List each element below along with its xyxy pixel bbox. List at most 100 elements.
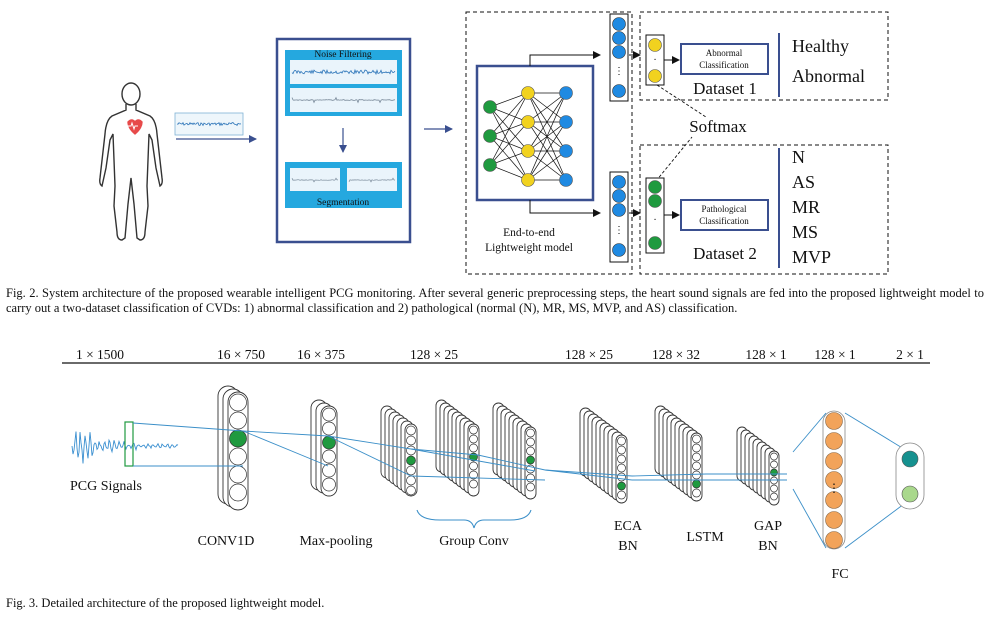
noise-filtering-title: Noise Filtering bbox=[314, 50, 372, 60]
stage-label-eca: ECA bbox=[614, 519, 643, 534]
softmax-node-green-2 bbox=[648, 194, 662, 208]
feature-map-node bbox=[469, 461, 478, 471]
model-label-line1: End-to-end bbox=[503, 227, 555, 239]
network-edge bbox=[527, 92, 567, 123]
ellipsis-dots: ⋮ bbox=[614, 66, 624, 77]
connection-line bbox=[792, 412, 827, 453]
dimension-label: 2 × 1 bbox=[896, 347, 924, 362]
fc-node bbox=[825, 491, 843, 509]
feature-map-node bbox=[770, 492, 778, 501]
network-edge bbox=[489, 121, 529, 166]
stage-label-groupconv: Group Conv bbox=[439, 534, 509, 549]
segment-plot-1 bbox=[290, 168, 340, 191]
connection-line bbox=[327, 435, 412, 477]
feature-map-node bbox=[617, 472, 626, 482]
filtered-signal-trace bbox=[291, 96, 395, 104]
network-node bbox=[521, 86, 535, 100]
dimension-label: 128 × 25 bbox=[565, 347, 613, 362]
feature-column-1-nodes: ⋮ bbox=[612, 17, 626, 98]
fc-node bbox=[825, 511, 843, 529]
connection-line bbox=[544, 469, 633, 481]
network-node bbox=[559, 173, 573, 187]
column-node bbox=[612, 45, 626, 59]
column-node bbox=[612, 243, 626, 257]
feature-map-node bbox=[406, 465, 416, 476]
fc-node bbox=[825, 452, 843, 470]
connection-line bbox=[242, 430, 329, 437]
dataset1-label: Dataset 1 bbox=[693, 79, 757, 98]
dataset2-class: MVP bbox=[792, 247, 831, 267]
column-node bbox=[612, 189, 626, 203]
input-waveform-thumbnail bbox=[174, 112, 244, 136]
network-edge bbox=[489, 92, 529, 166]
stage-label-gap-bn: BN bbox=[758, 539, 777, 554]
feature-map-node bbox=[322, 421, 336, 436]
connection-line bbox=[242, 430, 329, 467]
feature-map-node bbox=[322, 435, 336, 450]
dimension-label: 128 × 32 bbox=[652, 347, 700, 362]
feature-map-node bbox=[229, 411, 247, 430]
network-edge bbox=[527, 92, 567, 152]
dimension-label: 128 × 1 bbox=[814, 347, 855, 362]
connector-to-dataset2 bbox=[529, 200, 601, 217]
ellipsis-dots: ⋮ bbox=[828, 481, 840, 495]
connection-line bbox=[544, 469, 633, 477]
connection-line bbox=[410, 448, 536, 472]
connection-line bbox=[477, 454, 546, 471]
feature-map-node bbox=[617, 490, 626, 500]
input-window-box bbox=[124, 421, 134, 467]
dataset2-dashed-box bbox=[639, 144, 889, 275]
segmentation-title: Segmentation bbox=[317, 198, 369, 208]
model-label-line2: Lightweight model bbox=[485, 242, 573, 254]
feature-map-node bbox=[526, 428, 535, 438]
network-node bbox=[521, 144, 535, 158]
dimension-label: 128 × 25 bbox=[410, 347, 458, 362]
feature-map-node bbox=[229, 447, 247, 466]
abnormal-box-line1: Abnormal bbox=[706, 48, 743, 58]
feature-map-node bbox=[692, 488, 701, 498]
dimension-label: 128 × 1 bbox=[745, 347, 786, 362]
softmax-link-2 bbox=[655, 136, 693, 182]
network-edge bbox=[489, 92, 529, 137]
feature-map-node bbox=[406, 475, 416, 486]
feature-map-node bbox=[770, 460, 778, 469]
preprocessing-frame bbox=[275, 37, 412, 244]
feature-map-node bbox=[469, 479, 478, 489]
feature-map-node bbox=[406, 435, 416, 446]
network-edge bbox=[527, 121, 567, 181]
pathological-box-line1: Pathological bbox=[702, 204, 747, 214]
column-node bbox=[612, 17, 626, 31]
stage-label-conv1d: CONV1D bbox=[198, 534, 255, 549]
connection-line bbox=[327, 435, 412, 450]
feature-map-node bbox=[617, 463, 626, 473]
feature-map-node bbox=[469, 470, 478, 480]
feature-map-node bbox=[692, 434, 701, 444]
network-edge bbox=[489, 164, 529, 181]
fc-node bbox=[825, 412, 843, 430]
pcg-signals-label: PCG Signals bbox=[70, 479, 142, 494]
stage-label-fc: FC bbox=[831, 567, 848, 582]
feature-map-node bbox=[322, 463, 336, 478]
dataset2-class: N bbox=[792, 147, 805, 167]
column-node bbox=[612, 84, 626, 98]
feature-map-node bbox=[692, 461, 701, 471]
abnormal-classification-box bbox=[680, 43, 769, 75]
fc-node bbox=[825, 432, 843, 450]
stage-label-lstm: LSTM bbox=[686, 530, 724, 545]
softmax-node-green-1 bbox=[648, 180, 662, 194]
network-edge bbox=[527, 150, 567, 181]
feature-map-node bbox=[229, 483, 247, 502]
feature-map-node bbox=[692, 470, 701, 480]
neural-network-diagram bbox=[483, 86, 573, 187]
feature-map-node bbox=[526, 437, 535, 447]
network-node bbox=[559, 115, 573, 129]
connection-line bbox=[792, 488, 827, 549]
feature-map-node bbox=[322, 407, 336, 422]
network-node bbox=[559, 144, 573, 158]
ellipsis-dots: · bbox=[653, 55, 656, 66]
